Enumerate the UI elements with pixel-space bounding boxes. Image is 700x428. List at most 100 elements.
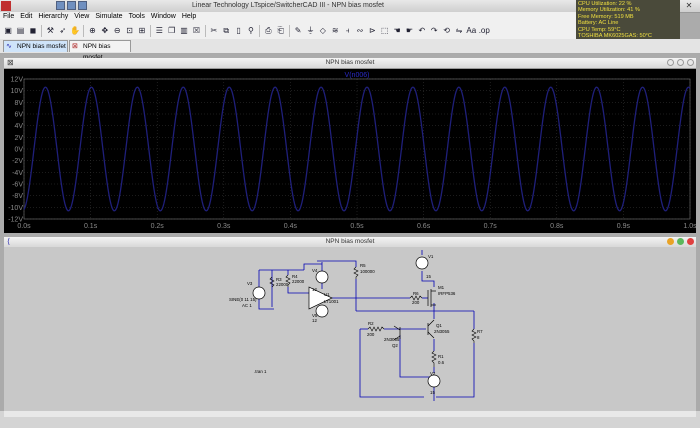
menu-tools[interactable]: Tools [128, 13, 145, 20]
hammer-icon[interactable]: ⚒ [46, 25, 54, 35]
wire [399, 335, 436, 378]
y-tick-label: 6V [14, 112, 23, 119]
cascade-icon[interactable]: ❐ [168, 25, 176, 35]
ground-icon[interactable]: ⏚ [306, 25, 315, 35]
resistor-r1[interactable] [431, 350, 437, 367]
wire-pencil-icon[interactable]: ✎ [294, 25, 302, 35]
schematic-drawing[interactable]: V3 SINE(0 11 15) AC 1 R3 22000 R4 22000 … [4, 247, 696, 411]
print-setup-icon[interactable]: ⎙ [265, 25, 272, 35]
spice-directive[interactable]: .tran 1 [254, 369, 267, 374]
x-tick-label: 0.4s [284, 223, 298, 230]
paste-icon[interactable]: ▯ [236, 25, 241, 35]
menu-window[interactable]: Window [150, 13, 176, 20]
menu-simulate[interactable]: Simulate [95, 13, 123, 20]
new-schematic-icon[interactable]: ▣ [4, 25, 12, 35]
drag-hand-icon[interactable]: ☛ [405, 25, 414, 35]
wire [287, 287, 309, 294]
wire [258, 299, 274, 310]
horizontal-scrollbar[interactable] [4, 411, 696, 417]
wire [436, 343, 475, 398]
close-icon[interactable] [687, 238, 694, 245]
plot-window-titlebar[interactable]: ⊠ NPN bias mosfet [4, 58, 696, 69]
label-net-icon[interactable]: ◇ [319, 25, 326, 35]
opamp-u1[interactable] [308, 286, 333, 310]
halt-icon[interactable]: ✋ [70, 25, 81, 35]
toolbar-divider [41, 24, 43, 37]
find-icon[interactable]: ⚲ [248, 25, 254, 35]
spice-directive-icon[interactable]: .op [478, 25, 490, 35]
run-icon[interactable]: ➶ [59, 25, 67, 35]
pan-icon[interactable]: ✥ [101, 25, 109, 35]
inductor-icon[interactable]: ∾ [356, 25, 364, 35]
voltage-source-v2[interactable] [427, 374, 441, 388]
r2-name: R2 [368, 321, 374, 326]
voltage-source-v4[interactable] [315, 270, 329, 284]
menu-help[interactable]: Help [181, 13, 197, 20]
tab-bar: ∿ NPN bias mosfet ⊠ NPN bias mosfet [0, 39, 700, 61]
open-folder-icon[interactable]: ▤ [16, 25, 25, 35]
resistor-r6[interactable] [409, 295, 423, 301]
quick-launch-icon[interactable] [78, 1, 87, 10]
r5-value: 100000 [360, 269, 375, 274]
capacitor-icon[interactable]: ⫞ [345, 25, 350, 35]
voltage-source-v1[interactable] [415, 256, 429, 270]
schematic-pane[interactable]: V3 SINE(0 11 15) AC 1 R3 22000 R4 22000 … [4, 247, 696, 411]
print-icon[interactable]: ⎗ [277, 25, 284, 35]
v1-name: V1 [428, 254, 434, 259]
y-tick-label: 2V [14, 135, 23, 142]
tile-vertical-icon[interactable]: ▥ [180, 25, 188, 35]
move-hand-icon[interactable]: ☚ [393, 25, 401, 35]
menu-edit[interactable]: Edit [20, 13, 33, 20]
copy-icon[interactable]: ⧉ [223, 25, 230, 35]
waveform-icon: ∿ [6, 43, 12, 50]
r6-name: R6 [413, 291, 419, 296]
voltage-source-v5[interactable] [315, 304, 329, 318]
close-icon[interactable] [687, 59, 694, 66]
minimize-icon[interactable] [667, 238, 674, 245]
r7-name: R7 [477, 329, 483, 334]
resistor-r2[interactable] [367, 326, 385, 332]
toolbar-divider [288, 24, 290, 37]
bjt-q1-emitter [427, 331, 435, 339]
component-icon[interactable]: ⬚ [380, 25, 389, 35]
quick-launch-icon[interactable] [56, 1, 65, 10]
redo-icon[interactable]: ↷ [430, 25, 438, 35]
zoom-in-icon[interactable]: ⊕ [89, 25, 96, 35]
zoom-fit-icon[interactable]: ⊡ [126, 25, 133, 35]
mirror-icon[interactable]: ⇋ [455, 25, 463, 35]
q2-name: Q2 [392, 343, 398, 348]
menu-file[interactable]: File [3, 13, 15, 20]
menu-view[interactable]: View [74, 13, 90, 20]
autorange-icon[interactable]: ⊞ [138, 25, 146, 35]
undo-icon[interactable]: ↶ [418, 25, 426, 35]
voltage-source-v3[interactable] [252, 286, 266, 300]
resistor-r4[interactable] [285, 274, 291, 287]
x-tick-label: 0.6s [417, 223, 431, 230]
diode-icon[interactable]: ⊳ [368, 25, 376, 35]
text-icon[interactable]: Aa [466, 25, 477, 35]
r7-value: 8 [477, 335, 480, 340]
tab-waveform[interactable]: ∿ NPN bias mosfet [3, 40, 68, 52]
minimize-icon[interactable] [667, 59, 674, 66]
maximize-icon[interactable] [677, 59, 684, 66]
r6-value: 200 [412, 300, 420, 305]
save-icon[interactable]: ◼ [29, 25, 37, 35]
zoom-out-icon[interactable]: ⊖ [113, 25, 121, 35]
tab-schematic[interactable]: ⊠ NPN bias mosfet [69, 40, 131, 61]
maximize-icon[interactable] [677, 238, 684, 245]
resistor-r3[interactable] [269, 276, 275, 288]
resistor-r5[interactable] [353, 266, 359, 279]
close-window-icon[interactable]: ☒ [192, 25, 201, 35]
resistor-icon[interactable]: ≋ [331, 25, 339, 35]
v5-value: 12 [312, 318, 317, 323]
quick-launch-icon[interactable] [67, 1, 76, 10]
plot-window-title: NPN bias mosfet [325, 59, 375, 66]
close-icon[interactable]: ✕ [685, 1, 693, 10]
menu-hierarchy[interactable]: Hierarchy [38, 13, 69, 20]
resistor-r7[interactable] [471, 328, 477, 343]
rotate-icon[interactable]: ⟲ [443, 25, 450, 35]
cut-icon[interactable]: ✂ [210, 25, 218, 35]
tile-horizontal-icon[interactable]: ☰ [155, 25, 163, 35]
